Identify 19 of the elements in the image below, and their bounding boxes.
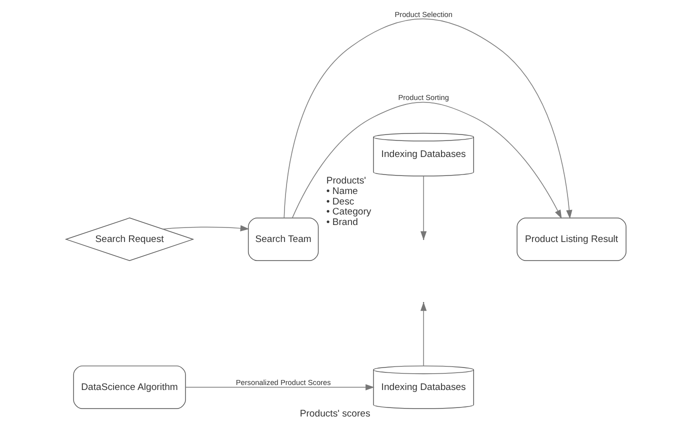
node-label: Products' — [326, 176, 366, 187]
node-box: DataScience Algorithm — [72, 366, 186, 410]
node-label: • Brand — [326, 216, 358, 228]
arrow — [292, 102, 562, 219]
arrow — [184, 384, 374, 390]
edge-label: Personalized Product Scores — [235, 378, 330, 388]
edge-label: Product Sorting — [398, 93, 448, 102]
arrow — [162, 225, 249, 232]
node-diamond: Search Request — [64, 218, 194, 262]
arrow — [420, 176, 426, 240]
arrow — [420, 302, 426, 366]
edge-label: Product Selection — [394, 10, 452, 19]
arrow — [283, 18, 572, 219]
node-label: • Category — [326, 206, 371, 218]
node-label: • Desc — [326, 196, 354, 208]
node-box: Search Team — [247, 218, 318, 262]
node-box: Product Listing Result — [516, 218, 626, 262]
node-label: Products' scores — [299, 408, 370, 420]
node-label: • Name — [326, 186, 358, 197]
